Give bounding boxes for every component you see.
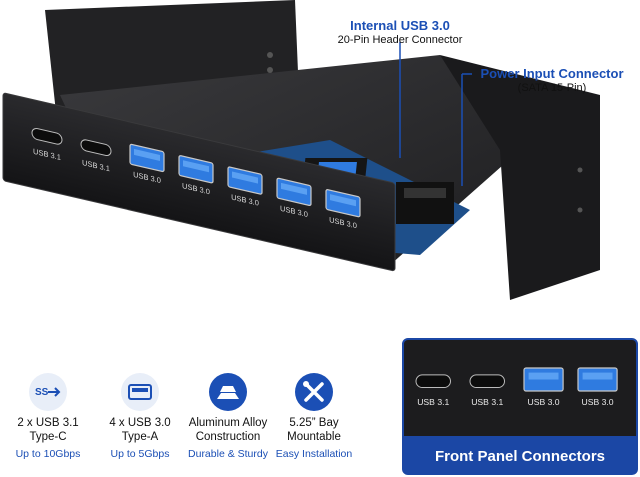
feature-line3: Up to 5Gbps	[110, 447, 170, 460]
aluminum-ingot-icon	[209, 373, 247, 411]
feature-line1: Aluminum Alloy	[188, 417, 268, 429]
front-panel-inset: USB 3.1 USB 3.1 USB 3.0 USB 3.0 Front Panel…	[402, 338, 638, 475]
feature-line1: 2 x USB 3.1	[17, 417, 79, 429]
feature-line3: Easy Installation	[275, 447, 353, 460]
sata-power-connector	[396, 182, 454, 224]
callout-power-title: Power Input Connector	[480, 66, 624, 81]
usb-a-port: USB 3.0	[227, 166, 263, 208]
feature-line1: 4 x USB 3.0	[109, 417, 171, 429]
feature-line3: Durable & Sturdy	[188, 447, 268, 460]
callout-internal-usb-title: Internal USB 3.0	[350, 18, 450, 33]
usb-a-port: USB 3.0	[523, 367, 564, 407]
callout-internal-usb-subtitle: 20-Pin Header Connector	[337, 33, 463, 46]
feature-line2: Construction	[195, 431, 261, 444]
feature-aluminum: Aluminum Alloy Construction Durable & St…	[180, 372, 276, 461]
bay-side-wall-right	[440, 55, 600, 300]
ss-typec-icon: SS	[29, 373, 67, 411]
callout-power-input: Power Input Connector (SATA 15-Pin)	[472, 66, 632, 95]
port-label: USB 3.1	[417, 397, 449, 407]
callout-power-subtitle: (SATA 15-Pin)	[517, 81, 587, 94]
svg-text:SS: SS	[35, 387, 49, 398]
inset-port-row: USB 3.1 USB 3.1 USB 3.0 USB 3.0	[415, 367, 618, 407]
port-label: USB 3.0	[582, 397, 614, 407]
usb-a-port-icon	[121, 373, 159, 411]
feature-line3: Up to 10Gbps	[15, 447, 81, 460]
feature-usb31-typec: SS 2 x USB 3.1 Type-C Up to 10Gbps	[0, 372, 96, 461]
port-label: USB 3.1	[471, 397, 503, 407]
usb-a-port: USB 3.0	[577, 367, 618, 407]
usb-c-port: USB 3.1	[469, 374, 505, 407]
callout-internal-usb: Internal USB 3.0 20-Pin Header Connector	[320, 18, 480, 47]
feature-bay-mountable: 5.25” Bay Mountable Easy Installation	[266, 372, 362, 461]
inset-panel-closeup: USB 3.1 USB 3.1 USB 3.0 USB 3.0	[404, 340, 636, 436]
usb-c-port: USB 3.1	[415, 374, 451, 407]
feature-line2: Mountable	[287, 431, 341, 444]
feature-line1: 5.25” Bay	[289, 417, 339, 429]
port-label: USB 3.0	[528, 397, 560, 407]
feature-usb30-typea: 4 x USB 3.0 Type-A Up to 5Gbps	[92, 372, 188, 461]
inset-title: Front Panel Connectors	[434, 448, 606, 465]
feature-line2: Type-C	[29, 431, 67, 444]
tools-icon	[295, 373, 333, 411]
feature-line2: Type-A	[121, 431, 159, 444]
